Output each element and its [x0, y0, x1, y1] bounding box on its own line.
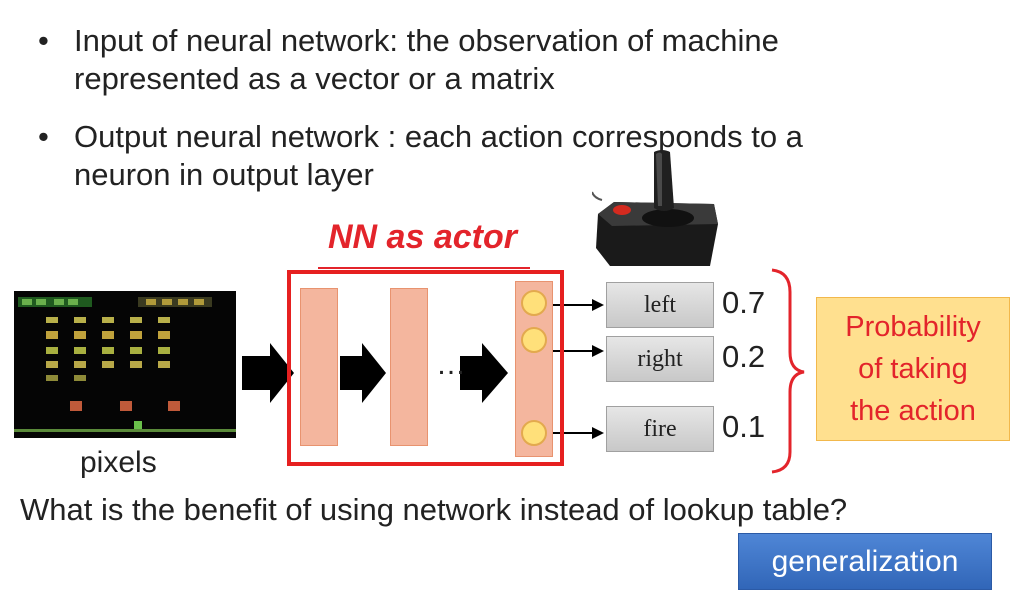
arrow-to-right: [592, 345, 604, 357]
prob-left: 0.7: [722, 285, 766, 320]
prob-right: 0.2: [722, 339, 766, 374]
arrow-layer1-layer2: [340, 343, 386, 403]
arrow-to-left: [592, 299, 604, 311]
arrow-to-fire: [592, 427, 604, 439]
joystick-icon: [592, 150, 718, 266]
question-text: What is the benefit of using network ins…: [20, 492, 848, 527]
bullet-dot: •: [38, 119, 49, 154]
output-neuron-fire: [521, 420, 547, 446]
hidden-layer-2: [390, 288, 428, 446]
probability-note-line3: the action: [850, 395, 976, 427]
probability-note-line2: of taking: [858, 353, 968, 385]
bullet-output-line2: neuron in output layer: [74, 157, 374, 192]
output-neuron-right: [521, 327, 547, 353]
ellipsis: …: [436, 348, 466, 381]
arrow-into-output: [460, 343, 508, 403]
hidden-layer-1: [300, 288, 338, 446]
action-fire: fire: [606, 406, 714, 452]
probability-note-line1: Probability: [845, 311, 981, 343]
output-neuron-left: [521, 290, 547, 316]
bullet-dot: •: [38, 23, 49, 58]
prob-fire: 0.1: [722, 409, 766, 444]
game-screenshot: [14, 291, 236, 438]
curly-brace: [771, 268, 805, 474]
network-box: [287, 270, 564, 466]
bullet-input-line1: Input of neural network: the observation…: [74, 23, 779, 58]
action-right: right: [606, 336, 714, 382]
title-underline: [318, 267, 530, 269]
arrow-into-network: [242, 343, 294, 403]
bullet-input-line2: represented as a vector or a matrix: [74, 61, 555, 96]
pixels-label: pixels: [80, 446, 157, 479]
generalization-button[interactable]: generalization: [738, 533, 992, 590]
action-left: left: [606, 282, 714, 328]
diagram-title: NN as actor: [328, 218, 517, 256]
bullet-output-line1: Output neural network : each action corr…: [74, 119, 803, 154]
probability-note: Probability of taking the action: [816, 297, 1010, 441]
